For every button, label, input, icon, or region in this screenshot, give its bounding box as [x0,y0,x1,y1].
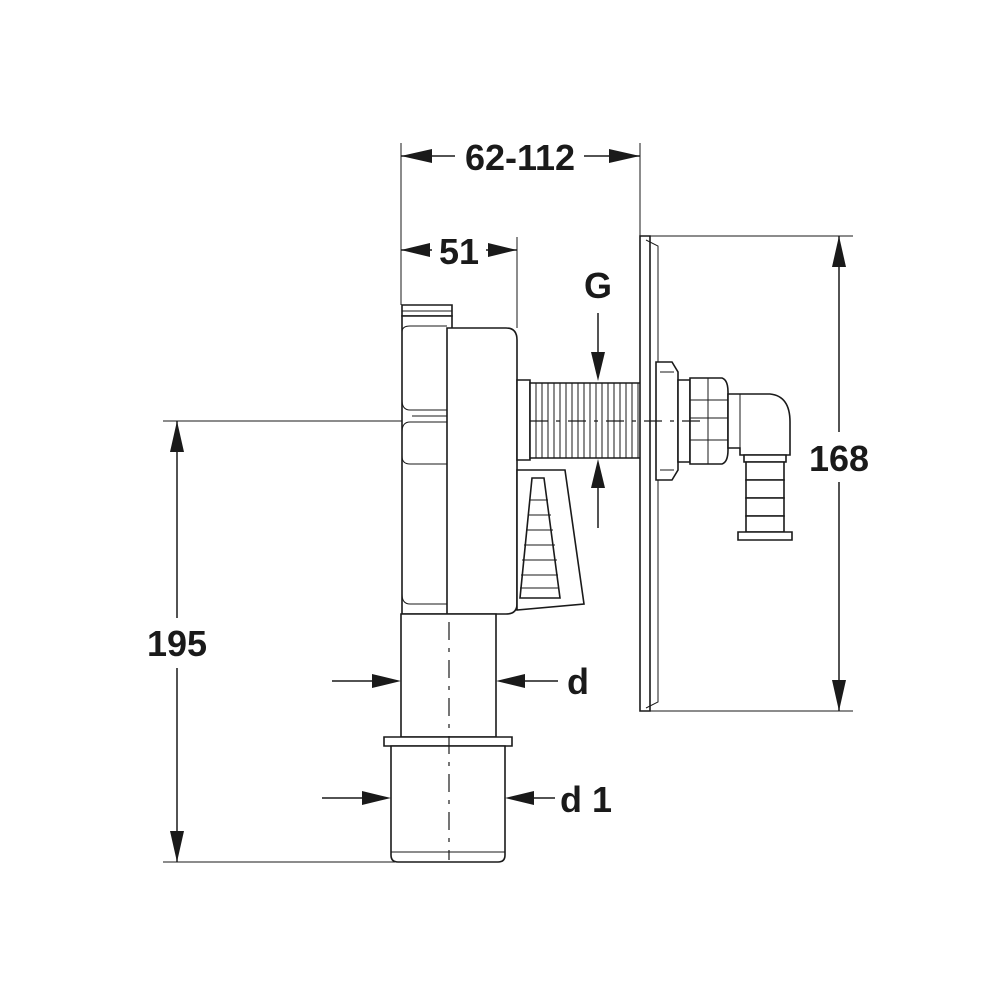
dimension-plate-height: 168 [809,236,869,711]
dimension-outlet-diameter: d 1 [322,779,612,820]
dimension-thread: G [584,265,612,528]
outlet-diameter-label: d 1 [560,779,612,820]
dimension-total-height: 195 [147,421,207,862]
plate-height-label: 168 [809,438,869,479]
thread-label: G [584,265,612,306]
total-height-label: 195 [147,623,207,664]
outlet-sleeve [383,736,513,863]
dimension-body-depth: 51 [401,231,517,272]
pipe-diameter-label: d [567,661,589,702]
center-lines [448,420,700,860]
inlet-socket [516,469,585,611]
threaded-nipple [516,379,647,461]
body-depth-label: 51 [439,231,479,272]
overall-depth-label: 62-112 [465,137,575,178]
hose-elbow [727,393,793,541]
siphon-body [401,304,518,615]
dimension-overall-depth: 62-112 [401,137,640,178]
dimension-pipe-diameter: d [332,661,589,702]
